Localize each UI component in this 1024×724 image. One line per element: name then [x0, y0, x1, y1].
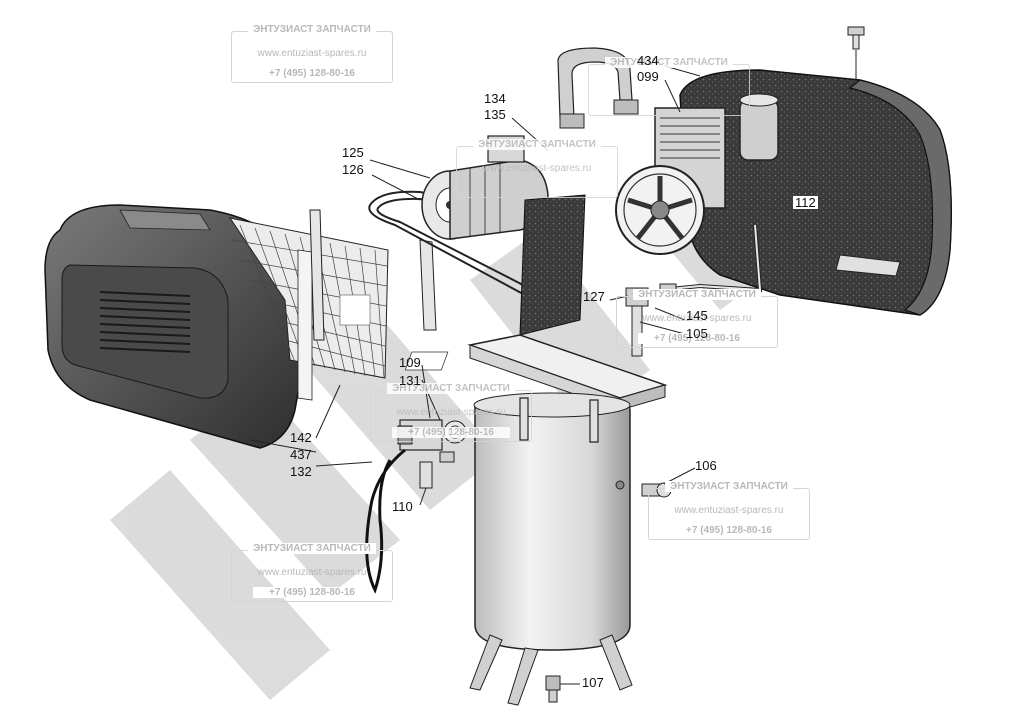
- drain-valve: [545, 675, 561, 703]
- callout-142: 142: [290, 430, 312, 445]
- watermark-company: ЭНТУЗИАСТ ЗАПЧАСТИ: [387, 383, 515, 394]
- callout-107: 107: [582, 675, 604, 690]
- watermark-company: ЭНТУЗИАСТ ЗАПЧАСТИ: [473, 139, 601, 150]
- watermark-box: ЭНТУЗИАСТ ЗАПЧАСТИ www.entuziast-spares.…: [456, 139, 618, 198]
- motor-foam-panel: [519, 194, 586, 336]
- flywheel: [615, 165, 705, 255]
- callout-110: 110: [392, 499, 413, 514]
- watermark-company: ЭНТУЗИАСТ ЗАПЧАСТИ: [248, 543, 376, 554]
- air-tank: [469, 392, 633, 706]
- watermark-box: ЭНТУЗИАСТ ЗАПЧАСТИ www.entuziast-spares.…: [231, 24, 393, 83]
- tank-brackets: [519, 397, 599, 443]
- watermark-box: ЭНТУЗИАСТ ЗАПЧАСТИ: [588, 57, 750, 116]
- motor-bracket: [309, 209, 437, 341]
- watermark-box: ЭНТУЗИАСТ ЗАПЧАСТИ www.entuziast-spares.…: [648, 481, 810, 540]
- callout-132: 132: [290, 464, 312, 479]
- callout-105: 105: [686, 326, 708, 341]
- callout-131: 131: [399, 373, 421, 388]
- callout-112: 112: [793, 195, 818, 210]
- callout-437: 437: [290, 447, 312, 462]
- callout-127: 127: [583, 289, 605, 304]
- watermark-phone: +7 (495) 128-80-16: [670, 525, 788, 536]
- watermark-phone: +7 (495) 128-80-16: [253, 587, 371, 598]
- watermark-box: ЭНТУЗИАСТ ЗАПЧАСТИ www.entuziast-spares.…: [231, 543, 393, 602]
- watermark-company: ЭНТУЗИАСТ ЗАПЧАСТИ: [633, 289, 761, 300]
- watermark-phone: +7 (495) 128-80-16: [638, 333, 756, 344]
- watermark-website: www.entuziast-spares.ru: [257, 48, 367, 59]
- watermark-website: www.entuziast-spares.ru: [642, 313, 752, 324]
- leader-lines: [249, 50, 857, 685]
- watermark-company: ЭНТУЗИАСТ ЗАПЧАСТИ: [605, 57, 733, 68]
- watermark-box: ЭНТУЗИАСТ ЗАПЧАСТИ www.entuziast-spares.…: [370, 383, 532, 442]
- watermark-company: ЭНТУЗИАСТ ЗАПЧАСТИ: [248, 24, 376, 35]
- front-cover: [44, 204, 302, 449]
- power-cord: [365, 448, 406, 594]
- callout-145: 145: [686, 308, 708, 323]
- watermark-box: ЭНТУЗИАСТ ЗАПЧАСТИ www.entuziast-spares.…: [616, 289, 778, 348]
- callout-109: 109: [399, 355, 421, 370]
- callout-099: 099: [637, 69, 659, 84]
- callout-125: 125: [342, 145, 364, 160]
- watermark-website: www.entuziast-spares.ru: [674, 505, 784, 516]
- watermark-website: www.entuziast-spares.ru: [482, 163, 592, 174]
- watermark-website: www.entuziast-spares.ru: [257, 567, 367, 578]
- callout-434: 434: [637, 53, 659, 68]
- bolt: [847, 26, 865, 50]
- callout-126: 126: [342, 162, 364, 177]
- watermark-phone: +7 (495) 128-80-16: [253, 68, 371, 79]
- filter-panel: [228, 217, 389, 401]
- fitting: [419, 461, 433, 489]
- watermark-phone: +7 (495) 128-80-16: [392, 427, 510, 438]
- callout-135: 135: [484, 107, 506, 122]
- watermark-company: ЭНТУЗИАСТ ЗАПЧАСТИ: [665, 481, 793, 492]
- watermark-website: www.entuziast-spares.ru: [396, 407, 506, 418]
- callout-106: 106: [695, 458, 717, 473]
- callout-134: 134: [484, 91, 506, 106]
